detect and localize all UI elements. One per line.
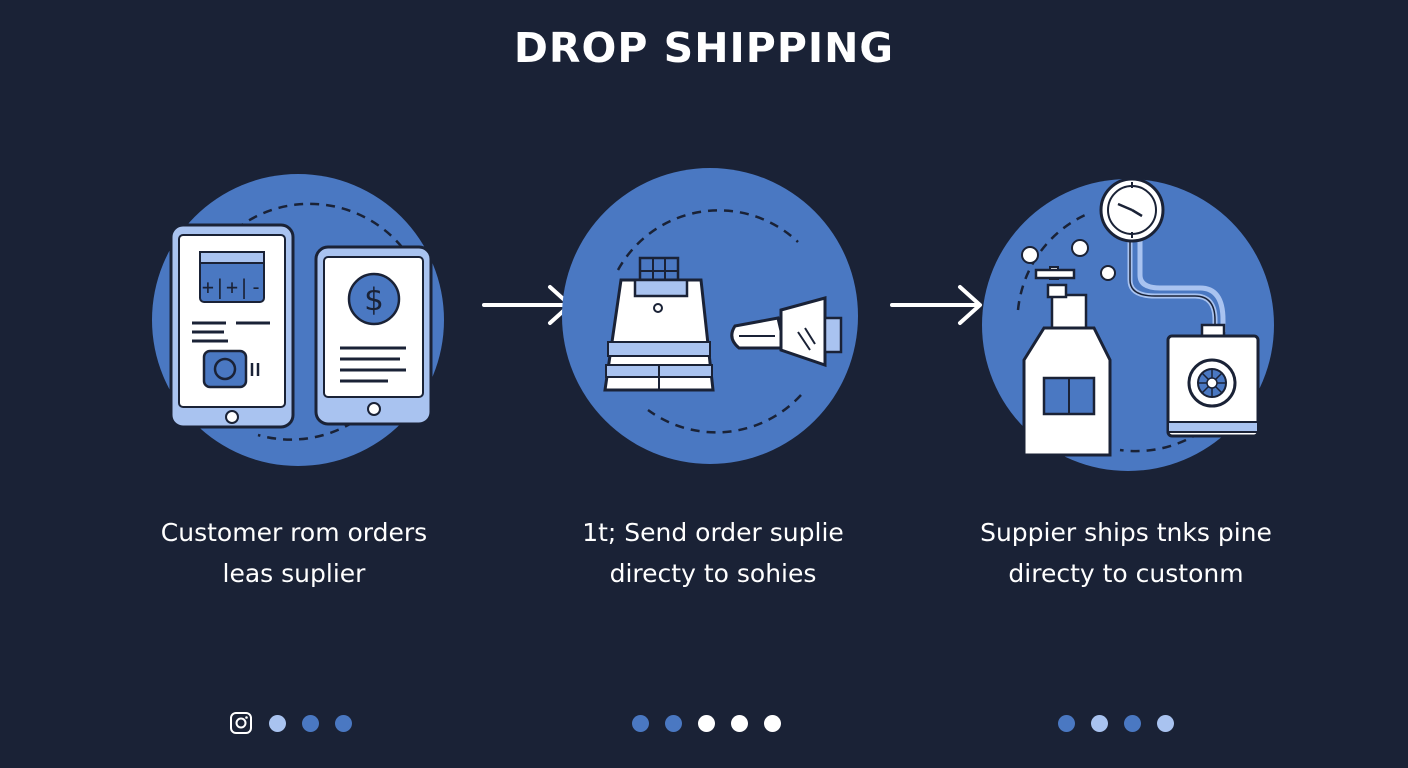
pagination-dot[interactable]: [1124, 714, 1141, 732]
instagram-icon[interactable]: [229, 711, 253, 735]
step-2-caption-line-2: directy to sohies: [609, 559, 817, 588]
bottle-and-box-icon: [982, 177, 1274, 471]
pagination-dot[interactable]: [1091, 714, 1108, 732]
pagination-dot[interactable]: [1157, 714, 1174, 732]
pagination-dot[interactable]: [269, 714, 286, 732]
step-3-caption: Suppier ships tnks pine directy to custo…: [936, 512, 1316, 594]
pagination-dot[interactable]: [335, 714, 352, 732]
arrow-right-icon: [888, 275, 988, 335]
tablets-order-icon: +|+|- $: [152, 174, 444, 466]
register-and-scanner-icon: [562, 168, 858, 464]
step-1-caption: Customer rom orders leas suplier: [104, 512, 484, 594]
step-1-caption-line-1: Customer rom orders: [160, 518, 428, 547]
pagination-dot[interactable]: [1058, 714, 1075, 732]
pagination-dot[interactable]: [698, 714, 715, 732]
tablet-screen-text: +|+|-: [202, 275, 262, 299]
pagination-dot[interactable]: [302, 714, 319, 732]
pagination-dot[interactable]: [665, 714, 682, 732]
step-2-caption-line-1: 1t; Send order suplie: [582, 518, 844, 547]
step-2-illustration: [553, 160, 873, 480]
step-2-caption: 1t; Send order suplie directy to sohies: [523, 512, 903, 594]
page-title: DROP SHIPPING: [513, 24, 895, 72]
step-3-illustration: [970, 160, 1290, 480]
step-3-caption-line-2: directy to custonm: [1008, 559, 1244, 588]
pagination-group-3: [1058, 710, 1174, 736]
step-1-caption-line-2: leas suplier: [222, 559, 366, 588]
step-1-illustration: +|+|- $: [138, 160, 458, 480]
pagination-dot[interactable]: [731, 714, 748, 732]
step-3-caption-line-1: Suppier ships tnks pine: [980, 518, 1272, 547]
pagination-dot[interactable]: [764, 714, 781, 732]
pagination-group-2: [632, 710, 781, 736]
pagination-dot[interactable]: [632, 714, 649, 732]
pagination-group-1: [229, 710, 352, 736]
currency-symbol: $: [364, 282, 384, 318]
